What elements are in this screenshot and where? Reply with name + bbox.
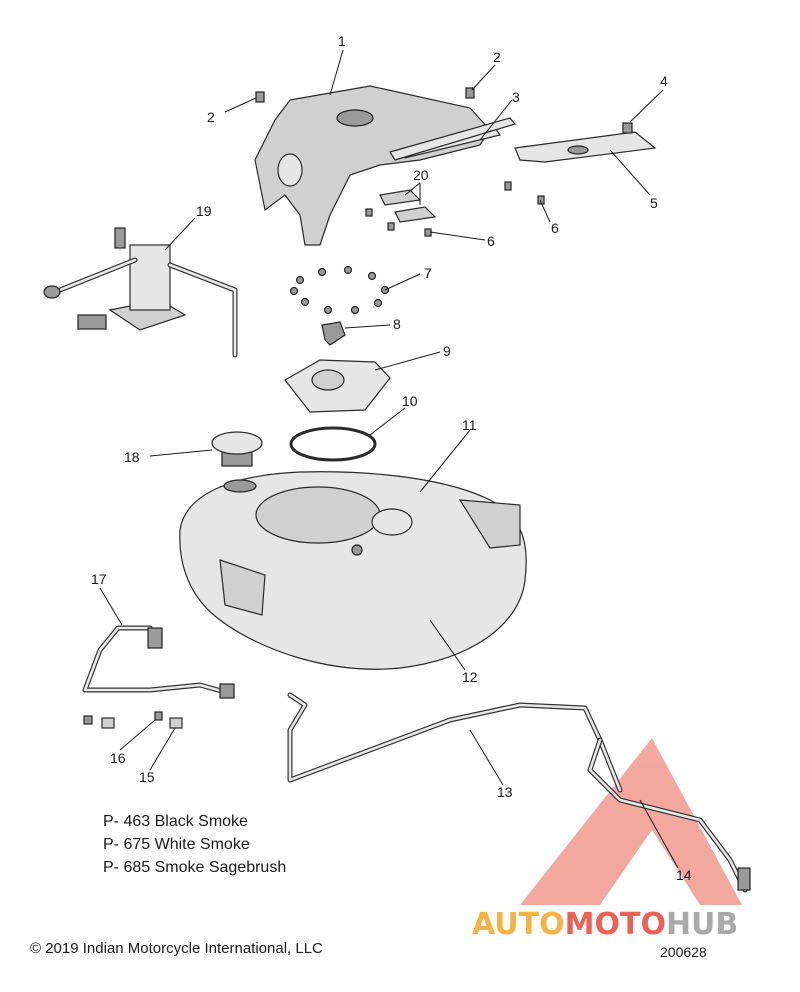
screw-4 — [622, 122, 633, 134]
gasket-part — [289, 426, 377, 462]
fuel-tank-rear-mount — [458, 499, 521, 549]
trim-strip-part — [389, 117, 517, 161]
callout-8: 8 — [393, 316, 401, 332]
watermark-auto: AUTO — [472, 907, 565, 942]
callout-9: 9 — [443, 343, 451, 359]
legend-item: P- 685 Smoke Sagebrush — [103, 859, 287, 876]
callout-5: 5 — [650, 195, 658, 211]
vent-hose-17 — [82, 625, 235, 699]
callout-4: 4 — [660, 73, 668, 89]
callout-13: 13 — [497, 784, 513, 800]
copyright-text: © 2019 Indian Motorcycle International, … — [30, 940, 323, 957]
fuel-pump-filter — [77, 314, 107, 330]
color-legend: P- 463 Black Smoke P- 675 White Smoke P-… — [103, 810, 286, 879]
watermark-moto: MOTO — [564, 907, 666, 942]
fuel-cap-part — [211, 431, 263, 467]
watermark-wordmark: AUTOMOTOHUB — [472, 907, 738, 942]
nut — [350, 305, 360, 315]
vent-hose-fitting — [147, 627, 163, 649]
fuel-pump-assembly — [43, 227, 238, 358]
fuel-tank-filler-neck — [223, 479, 257, 493]
fuel-tank-pump-opening — [255, 486, 381, 544]
fitting-16-b — [101, 717, 115, 729]
vent-hose-end — [219, 683, 235, 699]
nut — [367, 271, 377, 281]
fuel-pump-body — [129, 244, 171, 311]
bracket-20-a — [379, 189, 422, 206]
nut — [300, 297, 310, 307]
callout-16: 16 — [110, 750, 126, 766]
screw-6-a — [504, 181, 512, 191]
screw-20-b — [387, 222, 395, 231]
nut — [295, 275, 305, 285]
callout-7: 7 — [424, 265, 432, 281]
callout-3: 3 — [512, 89, 520, 105]
fuel-line-14 — [587, 737, 751, 893]
console-gauge-opening — [336, 109, 374, 127]
screw-20-a — [365, 208, 373, 217]
callout-6-center: 6 — [487, 233, 495, 249]
fuel-tank-front-mount — [219, 559, 266, 616]
watermark-logo — [520, 738, 742, 905]
callout-19: 19 — [196, 203, 212, 219]
watermark-triangle-inner — [600, 830, 700, 905]
callout-11: 11 — [462, 417, 477, 433]
sending-unit-part — [321, 321, 346, 346]
fitting-16-a — [83, 715, 93, 725]
nut — [343, 265, 353, 275]
screw-2-left — [255, 91, 265, 103]
fuel-tank-part — [179, 471, 527, 670]
fuel-line-13 — [287, 692, 623, 793]
plug-part — [371, 508, 413, 536]
callout-1: 1 — [338, 33, 346, 49]
callout-20: 20 — [413, 167, 429, 183]
callout-2-left: 2 — [207, 109, 215, 125]
fuel-pump-connector — [114, 227, 126, 249]
screw-2-right — [465, 87, 475, 99]
nut — [317, 267, 327, 277]
bracket-20-b — [394, 206, 437, 223]
screw-6-b — [537, 195, 545, 205]
callout-15: 15 — [139, 769, 155, 785]
callout-18: 18 — [124, 449, 140, 465]
document-number: 200628 — [660, 944, 707, 960]
nut-ring-7 — [289, 265, 390, 315]
watermark-triangle — [520, 738, 742, 905]
watermark-hub: HUB — [665, 907, 739, 942]
callout-10: 10 — [402, 393, 418, 409]
callout-12: 12 — [462, 669, 478, 685]
callout-14: 14 — [676, 867, 692, 883]
console-cover-part — [254, 85, 502, 246]
callout-labels: 1 2 2 3 4 5 6 6 7 8 9 10 11 12 13 14 15 … — [91, 33, 692, 883]
console-side-opening — [277, 153, 303, 187]
legend-item: P- 463 Black Smoke — [103, 813, 248, 830]
pump-flange-center — [311, 369, 345, 391]
legend-item: P- 675 White Smoke — [103, 836, 250, 853]
fitting-15-a — [154, 711, 163, 721]
fitting-15-b — [169, 717, 183, 729]
fuel-cap-top — [211, 431, 263, 455]
callout-17: 17 — [91, 571, 107, 587]
leader-lines — [99, 49, 679, 869]
callout-2-right: 2 — [493, 49, 501, 65]
nut — [373, 298, 383, 308]
callout-6-right: 6 — [551, 220, 559, 236]
fuel-line-14-end — [737, 867, 751, 891]
fuel-pump-hose-end — [43, 285, 61, 299]
bracket-plate-hole — [567, 145, 589, 155]
nut — [323, 305, 333, 315]
fuel-tank-drain — [351, 544, 363, 556]
nut — [289, 286, 299, 296]
